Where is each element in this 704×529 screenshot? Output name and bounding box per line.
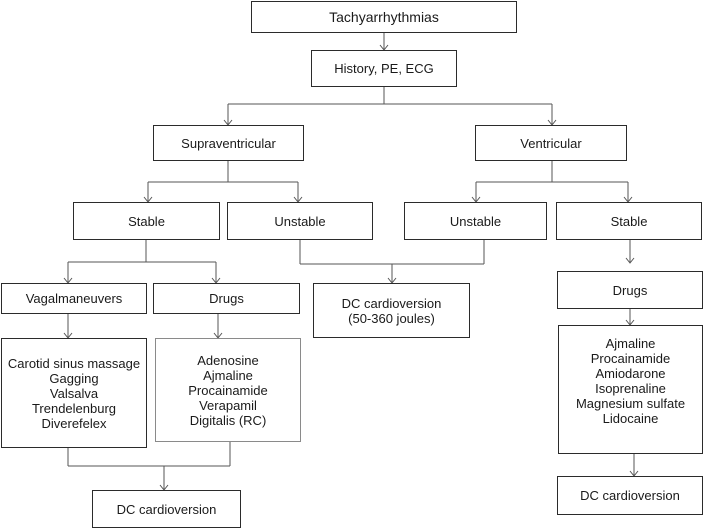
- ventricular-text: Ventricular: [520, 135, 582, 151]
- vent-drug-item: Isoprenaline: [595, 381, 666, 396]
- vent-drug-item: Ajmaline: [605, 336, 656, 351]
- vagal-item: Trendelenburg: [31, 400, 117, 416]
- supraventricular-text: Supraventricular: [181, 135, 276, 151]
- vent-drug-item: Procainamide: [590, 351, 671, 366]
- vagal-maneuvers-box: Vagalmaneuvers: [1, 283, 147, 314]
- vent-stable-box: Stable: [556, 202, 702, 240]
- supra-stable-box: Stable: [73, 202, 220, 240]
- assessment-text: History, PE, ECG: [334, 61, 434, 76]
- vent-drugs-box: Drugs: [557, 271, 703, 309]
- dc-cardioversion-joules-line1: DC cardioversion: [341, 295, 442, 311]
- vent-drug-items-box: Ajmaline Procainamide Amiodarone Isopren…: [558, 325, 703, 454]
- vent-stable-text: Stable: [610, 213, 648, 229]
- supraventricular-box: Supraventricular: [153, 125, 304, 161]
- supra-unstable-text: Unstable: [274, 213, 326, 229]
- vent-drug-item: Lidocaine: [602, 411, 659, 426]
- vent-unstable-text: Unstable: [449, 213, 502, 229]
- vagal-item: Carotid sinus massage: [7, 355, 141, 371]
- assessment-box: History, PE, ECG: [311, 50, 457, 87]
- supra-stable-text: Stable: [128, 213, 165, 229]
- supra-drug-item: Adenosine: [197, 352, 259, 368]
- supra-dc-cardioversion-text: DC cardioversion: [116, 501, 217, 517]
- vent-drug-item: Amiodarone: [595, 366, 666, 381]
- dc-cardioversion-joules-box: DC cardioversion (50-360 joules): [313, 283, 470, 338]
- title-box: Tachyarrhythmias: [251, 1, 517, 33]
- title-text: Tachyarrhythmias: [329, 9, 439, 25]
- supra-drug-item: Verapamil: [199, 397, 257, 413]
- vent-drugs-text: Drugs: [612, 282, 648, 298]
- supra-drug-item: Procainamide: [188, 382, 268, 398]
- supra-unstable-box: Unstable: [227, 202, 373, 240]
- supra-dc-cardioversion-box: DC cardioversion: [92, 490, 241, 528]
- ventricular-box: Ventricular: [475, 125, 627, 161]
- supra-drug-items-box: Adenosine Ajmaline Procainamide Verapami…: [155, 338, 301, 442]
- vent-unstable-box: Unstable: [404, 202, 547, 240]
- dc-cardioversion-joules-line2: (50-360 joules): [348, 310, 435, 326]
- vent-drug-item: Magnesium sulfate: [575, 396, 686, 411]
- supra-drugs-box: Drugs: [153, 283, 300, 314]
- vagal-maneuvers-text: Vagalmaneuvers: [25, 291, 123, 306]
- vagal-item: Diverefelex: [41, 415, 107, 431]
- vagal-item: Gagging: [49, 370, 99, 386]
- vagal-item: Valsalva: [49, 385, 99, 401]
- vent-dc-cardioversion-box: DC cardioversion: [557, 476, 703, 515]
- supra-drug-item: Digitalis (RC): [189, 412, 267, 428]
- vent-dc-cardioversion-text: DC cardioversion: [580, 488, 680, 503]
- supra-drug-item: Ajmaline: [203, 367, 253, 383]
- supra-drugs-text: Drugs: [209, 291, 244, 306]
- vagal-items-box: Carotid sinus massage Gagging Valsalva T…: [1, 338, 147, 448]
